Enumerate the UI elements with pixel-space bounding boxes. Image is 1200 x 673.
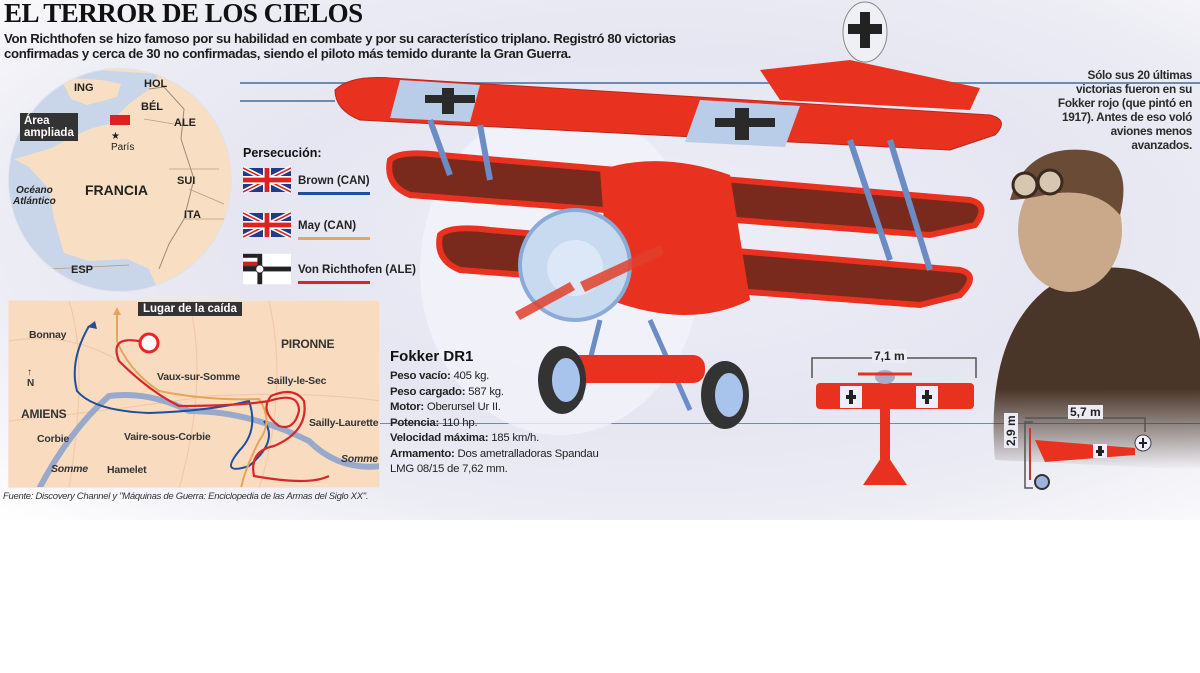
ocean-line-1: Océano bbox=[16, 185, 53, 196]
legend-title: Persecución: bbox=[243, 146, 322, 160]
spec-value: 110 hp. bbox=[439, 416, 478, 429]
france-map-shape bbox=[14, 69, 231, 291]
infographic: EL TERROR DE LOS CIELOS Von Richthofen s… bbox=[0, 0, 1200, 520]
spec-power: Potencia: 110 hp. bbox=[390, 416, 610, 432]
spec-empty-weight: Peso vacío: 405 kg. bbox=[390, 369, 610, 385]
spec-loaded-weight: Peso cargado: 587 kg. bbox=[390, 385, 610, 401]
legend-item-richthofen: Von Richthofen (ALE) bbox=[243, 253, 423, 288]
chase-routes bbox=[9, 301, 379, 487]
place-amiens: AMIENS bbox=[21, 407, 67, 421]
richthofen-portrait bbox=[993, 149, 1200, 470]
area-tag-line-2: ampliada bbox=[24, 127, 74, 139]
spec-label: Armamento: bbox=[390, 447, 455, 460]
river-label: Somme bbox=[51, 463, 88, 475]
star-icon: ★ bbox=[111, 131, 120, 142]
specs-title: Fokker DR1 bbox=[390, 348, 474, 365]
page-subtitle: Von Richthofen se hizo famoso por su hab… bbox=[4, 31, 676, 61]
place-corbie: Corbie bbox=[37, 433, 70, 445]
divider-line bbox=[240, 82, 1200, 84]
place-pironne: PIRONNE bbox=[281, 337, 335, 351]
spec-value: Oberursel Ur II. bbox=[423, 401, 501, 413]
label-paris: ★París bbox=[111, 131, 134, 153]
crash-site-tag: Lugar de la caída bbox=[138, 302, 242, 316]
label-esp: ESP bbox=[71, 264, 94, 276]
spec-value: 405 kg. bbox=[450, 370, 490, 382]
union-jack-flag-icon bbox=[243, 165, 291, 195]
crash-burst-icon bbox=[138, 332, 160, 354]
label-ita: ITA bbox=[184, 209, 201, 221]
brown-route-swatch bbox=[298, 192, 370, 195]
fokker-triplane-illustration bbox=[334, 1, 1002, 435]
spec-max-speed: Velocidad máxima: 185 km/h. bbox=[390, 431, 610, 447]
compass-label: N bbox=[27, 378, 35, 389]
spec-value: 587 kg. bbox=[465, 385, 504, 398]
crash-area-map: Bonnay PIRONNE Vaux-sur-Somme Sailly-le-… bbox=[8, 300, 380, 488]
source-credit: Fuente: Discovery Channel y "Máquinas de… bbox=[3, 491, 369, 502]
spec-label: Peso cargado: bbox=[390, 385, 466, 398]
wingspan-label: 7,1 m bbox=[872, 349, 907, 363]
spec-label: Motor: bbox=[390, 401, 424, 413]
label-sui: SUI bbox=[177, 175, 196, 187]
river-label: Somme bbox=[341, 453, 378, 465]
divider-line bbox=[240, 100, 335, 102]
side-view-diagram bbox=[1024, 417, 1152, 490]
divider-line bbox=[380, 423, 1200, 424]
place-bonnay: Bonnay bbox=[29, 329, 67, 341]
place-hamelet: Hamelet bbox=[107, 464, 147, 476]
page-title: EL TERROR DE LOS CIELOS bbox=[4, 0, 363, 28]
france-locator-map: ING HOL BÉL ALE SUI ITA ESP FRANCIA ★Par… bbox=[8, 68, 232, 292]
legend-item-brown: Brown (CAN) bbox=[243, 165, 423, 199]
legend-label: May (CAN) bbox=[298, 220, 357, 232]
compass-icon: ↑N bbox=[27, 367, 35, 389]
richthofen-note: Sólo sus 20 últimas victorias fueron en … bbox=[1057, 68, 1192, 152]
city-name: París bbox=[111, 142, 135, 153]
spec-label: Velocidad máxima: bbox=[390, 432, 489, 444]
spec-armament: Armamento: Dos ametralladoras Spandau LM… bbox=[390, 447, 610, 478]
may-route-swatch bbox=[298, 237, 370, 240]
legend-label: Brown (CAN) bbox=[298, 175, 370, 187]
ocean-line-2: Atlántico bbox=[13, 196, 56, 207]
spec-label: Peso vacío: bbox=[390, 370, 451, 382]
place-vaux: Vaux-sur-Somme bbox=[157, 371, 240, 383]
label-ale: ALE bbox=[174, 117, 196, 129]
top-view-diagram bbox=[811, 357, 977, 485]
length-label: 5,7 m bbox=[1068, 405, 1103, 419]
specs-panel: Fokker DR1 Peso vacío: 405 kg. Peso carg… bbox=[390, 348, 610, 478]
chase-legend: Persecución: Brown (CAN) May (CAN) bbox=[243, 146, 423, 285]
spec-value: 185 km/h. bbox=[488, 432, 539, 444]
label-hol: HOL bbox=[144, 78, 168, 90]
height-label: 2,9 m bbox=[1004, 413, 1018, 448]
area-tag-line-1: Área bbox=[24, 115, 50, 127]
label-bel: BÉL bbox=[141, 101, 163, 113]
union-jack-flag-icon bbox=[243, 210, 291, 240]
label-ing: ING bbox=[74, 82, 94, 94]
german-ensign-flag-icon bbox=[243, 253, 291, 285]
spec-engine: Motor: Oberursel Ur II. bbox=[390, 400, 610, 416]
spec-value: Dos ametralladoras Spandau LMG 08/15 de … bbox=[390, 447, 599, 476]
place-vaire: Vaire-sous-Corbie bbox=[124, 431, 211, 443]
label-francia: FRANCIA bbox=[85, 182, 148, 198]
spec-label: Potencia: bbox=[390, 416, 440, 429]
richthofen-route bbox=[115, 339, 330, 483]
legend-label: Von Richthofen (ALE) bbox=[298, 264, 416, 276]
may-route bbox=[116, 309, 268, 487]
place-sailly-laurette: Sailly-Laurette bbox=[309, 417, 379, 429]
enlarged-area-marker bbox=[110, 115, 130, 125]
place-sailly-le-sec: Sailly-le-Sec bbox=[267, 375, 327, 387]
legend-item-may: May (CAN) bbox=[243, 210, 423, 244]
richthofen-route-swatch bbox=[298, 281, 370, 284]
